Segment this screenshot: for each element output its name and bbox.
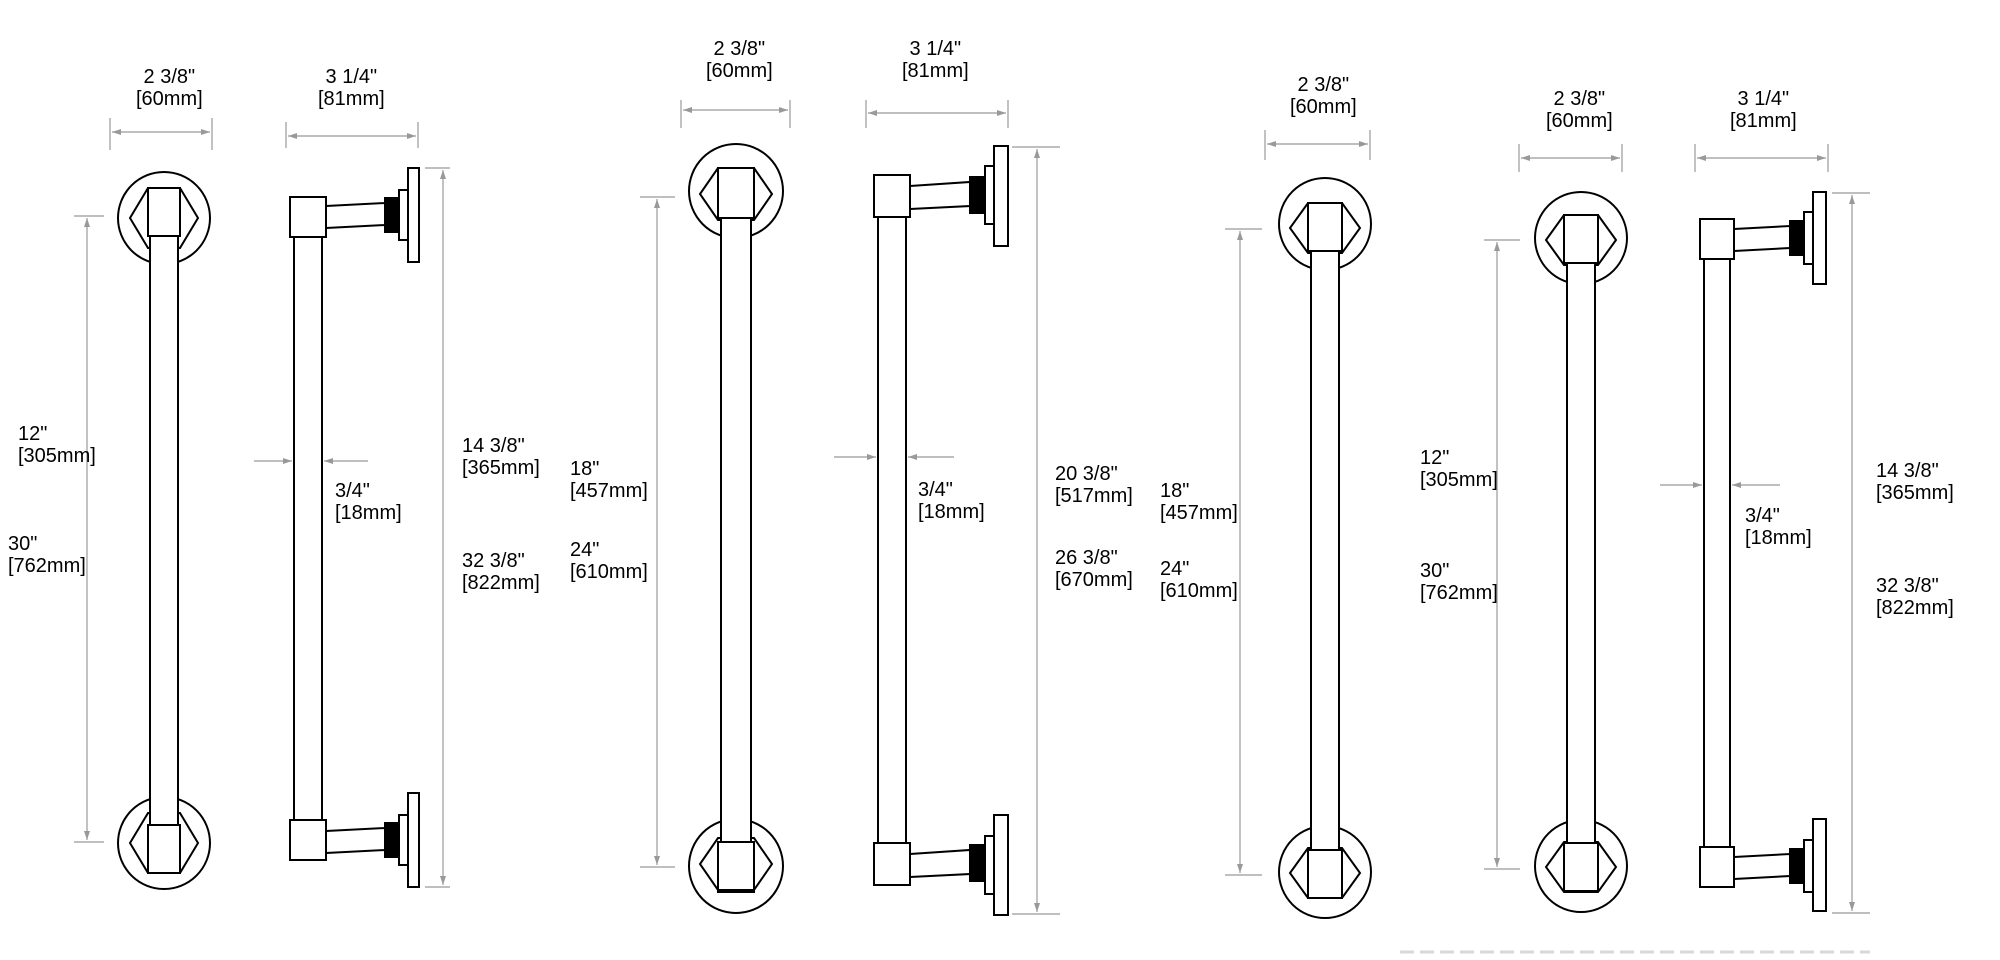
rosette-width-label-1: 2 3/8" [60mm] (136, 66, 203, 110)
center-to-center-label-1a: 12" [305mm] (18, 423, 96, 467)
bar-diameter-label-2: 3/4" [18mm] (918, 479, 985, 523)
front-view-4 (1534, 191, 1628, 913)
center-to-center-label-3a: 18" [457mm] (1160, 480, 1238, 524)
side-view-4 (1699, 191, 1827, 912)
center-to-center-label-1b: 30" [762mm] (8, 533, 86, 577)
center-to-center-label-2b: 24" [610mm] (570, 539, 648, 583)
overall-length-label-2a: 20 3/8" [517mm] (1055, 463, 1133, 507)
front-view-2 (688, 143, 784, 914)
dimensions-3 (1225, 130, 1371, 876)
center-to-center-label-2a: 18" [457mm] (570, 458, 648, 502)
center-to-center-label-4a: 12" [305mm] (1420, 447, 1498, 491)
rosette-width-label-4: 2 3/8" [60mm] (1546, 88, 1613, 132)
bar-diameter-label-1: 3/4" [18mm] (335, 480, 402, 524)
dimensions-4 (1484, 144, 1870, 914)
overall-length-label-2b: 26 3/8" [670mm] (1055, 547, 1133, 591)
projection-label-4: 3 1/4" [81mm] (1730, 88, 1797, 132)
front-view-3 (1278, 177, 1372, 919)
center-to-center-label-3b: 24" [610mm] (1160, 558, 1238, 602)
bar-diameter-label-4: 3/4" [18mm] (1745, 505, 1812, 549)
projection-label-2: 3 1/4" [81mm] (902, 38, 969, 82)
front-view-1 (117, 171, 211, 890)
dimensions-2 (640, 100, 1060, 915)
projection-label-1: 3 1/4" [81mm] (318, 66, 385, 110)
overall-length-label-4a: 14 3/8" [365mm] (1876, 460, 1954, 504)
overall-length-label-1b: 32 3/8" [822mm] (462, 550, 540, 594)
side-view-2 (873, 145, 1009, 916)
center-to-center-label-4b: 30" [762mm] (1420, 560, 1498, 604)
dimensions-1 (74, 118, 450, 888)
side-view-1 (289, 167, 420, 888)
rosette-width-label-3: 2 3/8" [60mm] (1290, 74, 1357, 118)
overall-length-label-4b: 32 3/8" [822mm] (1876, 575, 1954, 619)
overall-length-label-1a: 14 3/8" [365mm] (462, 435, 540, 479)
rosette-width-label-2: 2 3/8" [60mm] (706, 38, 773, 82)
